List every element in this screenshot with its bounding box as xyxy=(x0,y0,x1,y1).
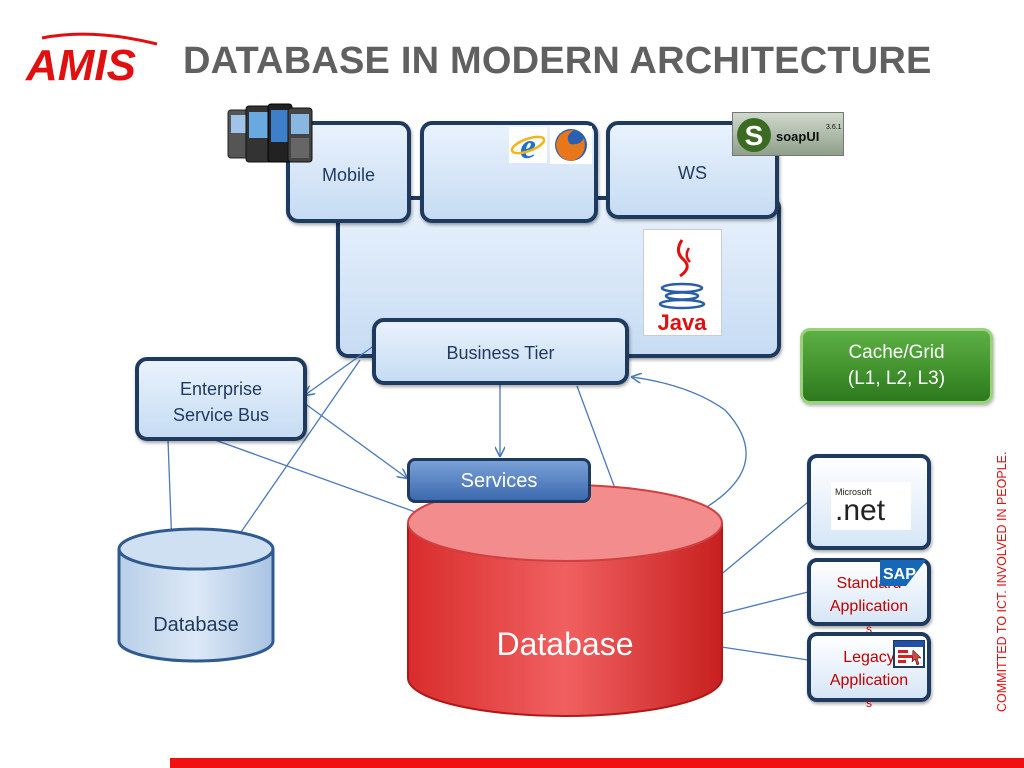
business-tier-box: Business Tier xyxy=(372,318,629,385)
svg-text:Java: Java xyxy=(658,310,708,335)
mobile-label: Mobile xyxy=(321,165,376,185)
main-database-label: Database xyxy=(497,626,634,662)
services-box: Services xyxy=(407,458,591,503)
amis-logo: AMIS xyxy=(25,32,158,90)
soapui-logo: S soapUI 3.6.1 xyxy=(732,112,844,156)
cache-label-line1: Cache/Grid xyxy=(848,342,945,363)
legacy-apps-label-line1: Legacy xyxy=(843,649,895,666)
standard-apps-label-line3: s xyxy=(866,622,872,636)
java-icon: Java xyxy=(658,239,708,335)
cache-label-line2: (L1, L2, L3) xyxy=(847,368,946,389)
sap-icon: SAP xyxy=(880,560,926,586)
firefox-icon xyxy=(550,126,592,164)
bottom-accent-bar xyxy=(170,758,1024,768)
legacy-apps-label-line2: Application xyxy=(829,672,909,689)
mobile-phones-icon xyxy=(227,103,313,163)
page-title: DATABASE IN MODERN ARCHITECTURE xyxy=(183,40,932,82)
ws-label: WS xyxy=(678,163,707,183)
svg-text:soapUI: soapUI xyxy=(776,129,819,144)
soapui-icon: S soapUI 3.6.1 xyxy=(737,118,842,152)
internet-explorer-icon: e xyxy=(509,127,547,163)
dotnet-text: .net xyxy=(835,494,886,527)
svg-text:AMIS: AMIS xyxy=(25,41,136,90)
small-database-label: Database xyxy=(153,614,239,636)
dotnet-logo: Microsoft .net xyxy=(831,482,911,530)
legacy-apps-label-line3: s xyxy=(866,696,872,710)
tagline: COMMITTED TO ICT. INVOLVED IN PEOPLE. xyxy=(995,451,1009,712)
esb-label-line1: Enterprise xyxy=(179,379,263,399)
enterprise-service-bus-box: Enterprise Service Bus xyxy=(135,357,307,441)
java-logo: Java xyxy=(643,229,722,336)
dotnet-app-box: Microsoft .net xyxy=(807,454,931,550)
svg-text:SAP: SAP xyxy=(883,566,916,583)
main-database-cylinder: Database xyxy=(407,484,723,717)
svg-text:S: S xyxy=(745,120,764,151)
legacy-app-icon xyxy=(893,640,925,668)
cache-grid-box: Cache/Grid (L1, L2, L3) xyxy=(800,328,993,404)
dotnet-brand-text: Microsoft xyxy=(835,487,872,497)
business-tier-label: Business Tier xyxy=(446,343,555,363)
svg-text:e: e xyxy=(520,127,536,163)
sap-logo: SAP xyxy=(880,560,926,586)
esb-label-line2: Service Bus xyxy=(172,405,270,425)
svg-text:3.6.1: 3.6.1 xyxy=(826,124,842,131)
small-database-cylinder: Database xyxy=(117,527,275,663)
standard-apps-label-line2: Application xyxy=(829,598,909,615)
standard-applications-box: Standard Application s xyxy=(807,558,931,636)
